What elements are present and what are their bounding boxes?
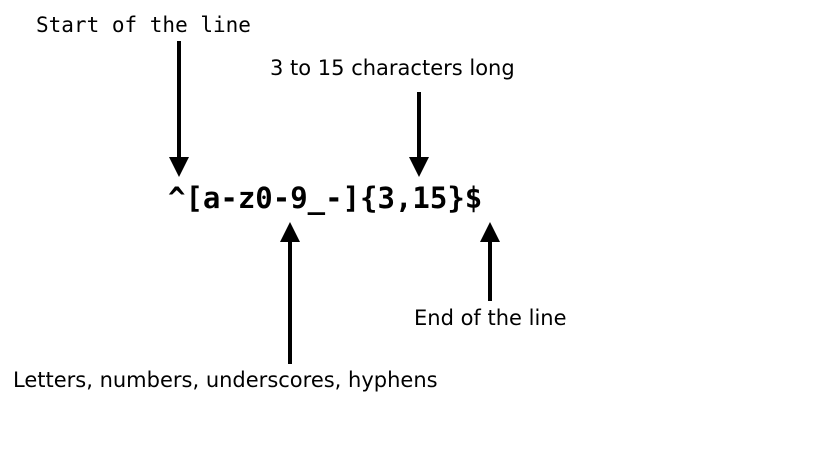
annotation-label-length-range: 3 to 15 characters long	[270, 56, 515, 80]
arrow-up-allowed-characters	[280, 222, 300, 364]
arrow-down-start-of-line	[169, 41, 189, 177]
arrow-down-length-range	[409, 92, 429, 177]
regex-expression: ^[a-z0-9_-]{3,15}$	[168, 181, 483, 215]
annotation-label-end-of-line: End of the line	[414, 306, 567, 330]
arrow-up-end-of-line	[480, 222, 500, 301]
annotation-label-allowed-characters: Letters, numbers, underscores, hyphens	[13, 368, 438, 392]
annotation-label-start-of-line: Start of the line	[36, 13, 251, 37]
